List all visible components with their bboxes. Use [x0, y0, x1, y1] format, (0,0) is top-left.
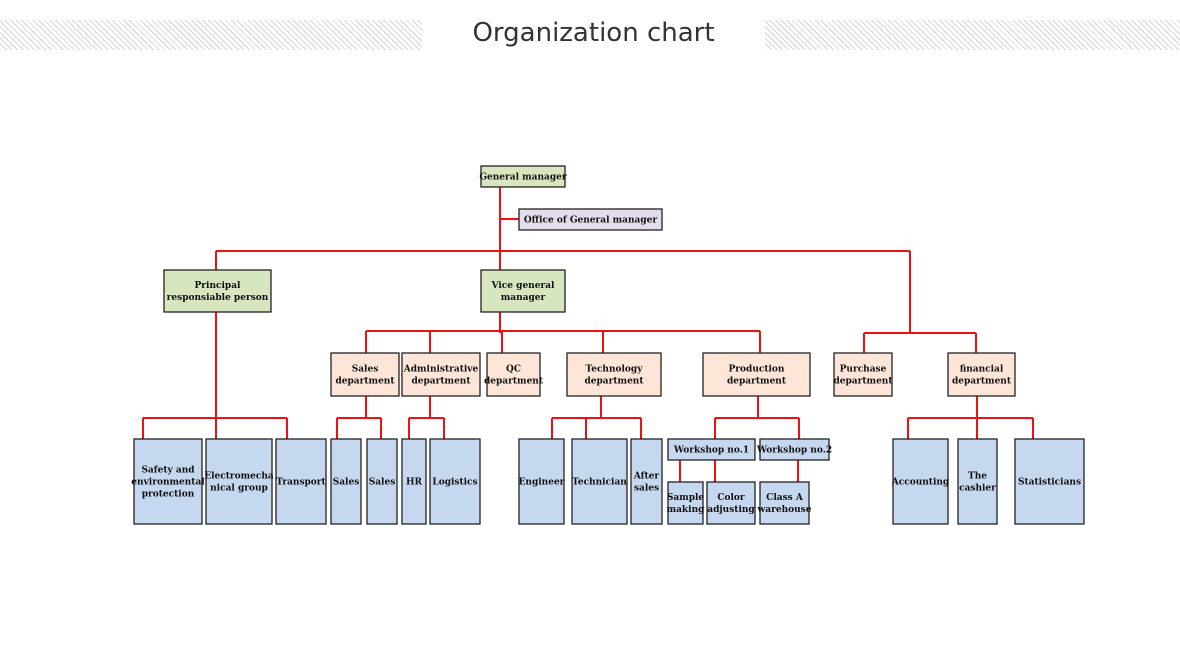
node-box	[957, 438, 998, 525]
node-gm: General manager	[479, 165, 567, 188]
node-box	[480, 269, 566, 313]
node-label: Workshop no.2	[756, 446, 832, 456]
node-sales2: Sales	[366, 438, 398, 525]
node-box	[205, 438, 273, 525]
node-box	[833, 352, 893, 397]
node-box	[892, 438, 949, 525]
node-transport: Transport	[275, 438, 327, 525]
node-hr: HR	[401, 438, 427, 525]
node-box	[1014, 438, 1085, 525]
node-box	[401, 352, 481, 397]
node-label: Workshop no.1	[673, 446, 749, 456]
node-label: Office of General manager	[524, 216, 658, 226]
node-box	[947, 352, 1016, 397]
node-box	[630, 438, 663, 525]
node-box	[518, 438, 565, 525]
node-box	[330, 438, 362, 525]
title-stripe-left	[0, 20, 422, 50]
node-box	[486, 352, 541, 397]
page-title: Organization chart	[472, 18, 715, 48]
node-box	[571, 438, 628, 525]
node-engineer: Engineer	[518, 438, 565, 525]
node-box	[667, 438, 756, 461]
node-box	[401, 438, 427, 525]
node-accounting: Accounting	[891, 438, 950, 525]
node-label: Logistics	[432, 478, 477, 488]
node-box	[759, 481, 810, 525]
node-box	[133, 438, 203, 525]
title-stripe-right	[765, 20, 1180, 50]
node-label: General manager	[479, 173, 567, 183]
node-box	[518, 208, 663, 231]
node-box	[566, 352, 662, 397]
node-office: Office of General manager	[518, 208, 663, 231]
node-logistics: Logistics	[429, 438, 481, 525]
node-label: Sales	[333, 478, 360, 488]
node-box	[366, 438, 398, 525]
node-label: HR	[406, 478, 423, 488]
node-box	[706, 481, 756, 525]
node-box	[330, 352, 400, 397]
node-label: Transport	[276, 478, 326, 488]
node-ws1: Workshop no.1	[667, 438, 756, 461]
node-label: Sales	[369, 478, 396, 488]
node-statisticians: Statisticians	[1014, 438, 1085, 525]
node-ws2: Workshop no.2	[756, 438, 832, 461]
connector-lines	[142, 187, 1034, 482]
node-box	[759, 438, 830, 461]
node-label: Statisticians	[1018, 478, 1081, 488]
node-box	[429, 438, 481, 525]
node-box	[480, 165, 566, 188]
node-sales1: Sales	[330, 438, 362, 525]
node-label: Engineer	[519, 478, 565, 488]
node-box	[275, 438, 327, 525]
node-label: Technician	[572, 478, 627, 488]
node-box	[163, 269, 272, 313]
node-box	[702, 352, 811, 397]
node-label: Accounting	[891, 478, 950, 488]
node-technician: Technician	[571, 438, 628, 525]
node-box	[667, 481, 704, 525]
